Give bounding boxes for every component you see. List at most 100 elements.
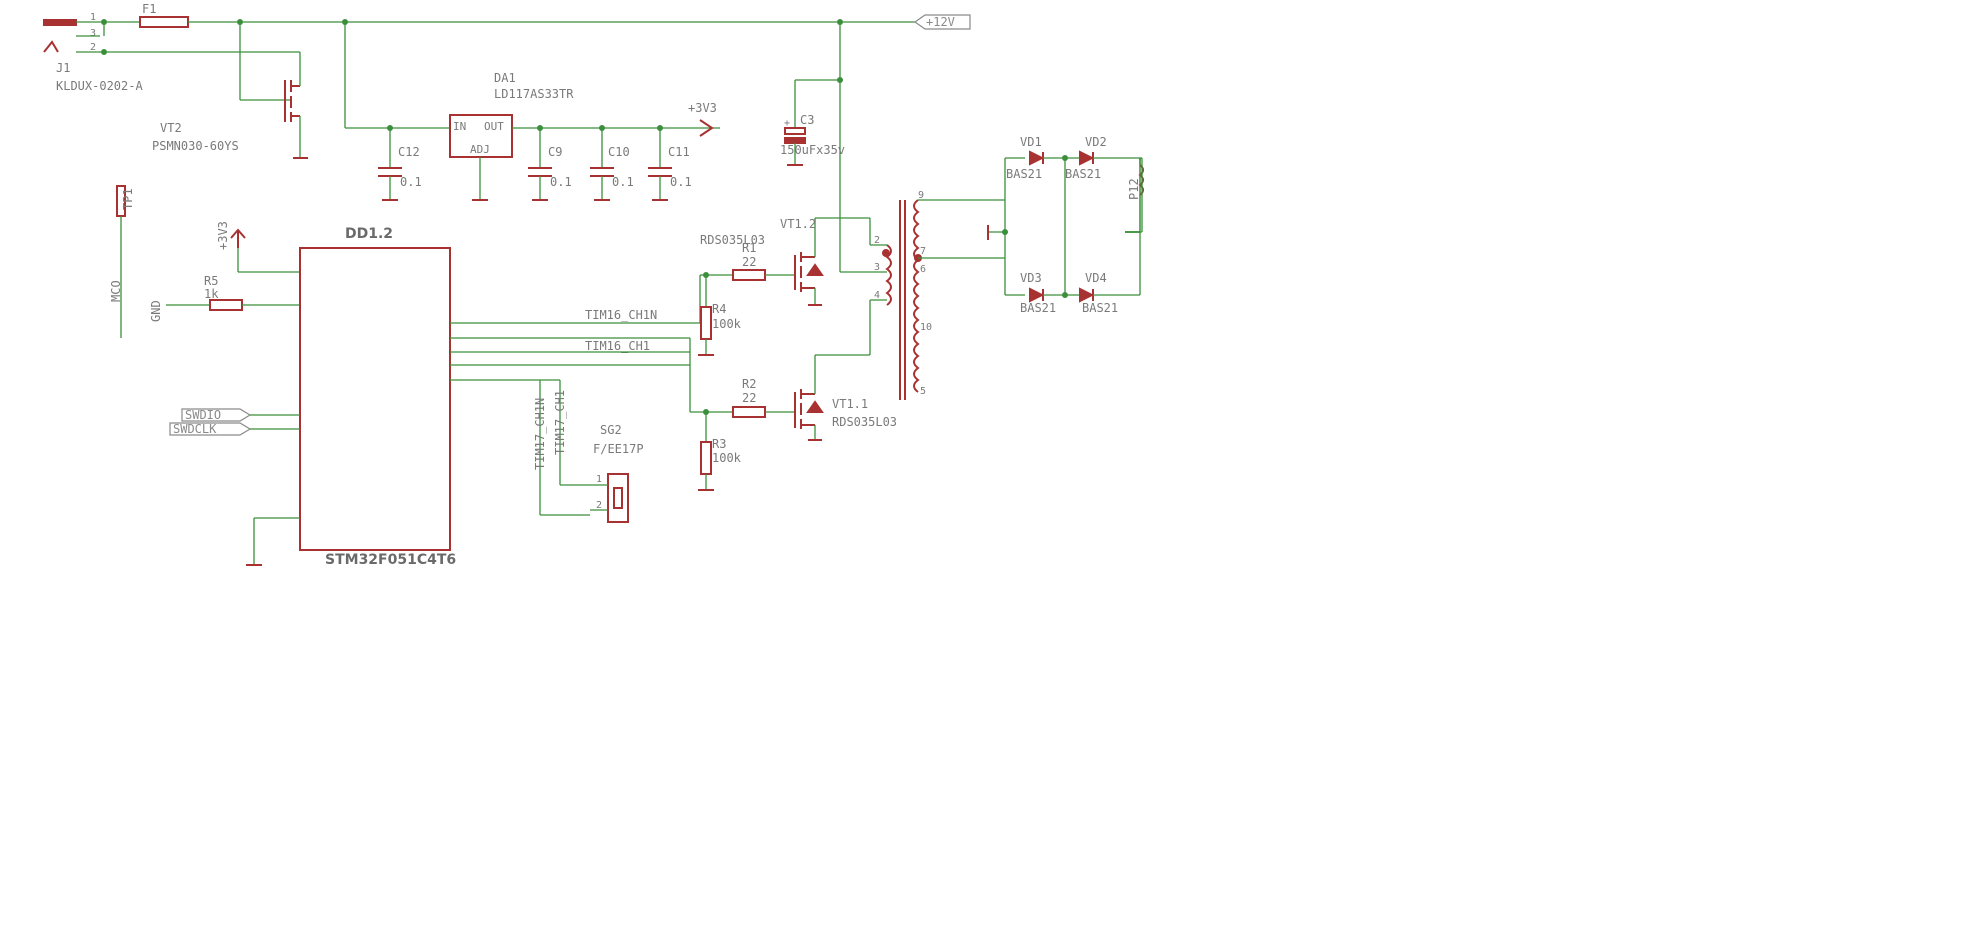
svg-text:C9: C9 [548,145,562,159]
choke-p12 [1138,164,1144,196]
svg-text:DD1.2: DD1.2 [345,226,393,242]
svg-text:RDS035L03: RDS035L03 [700,233,765,247]
vt2-part: PSMN030-60YS [152,139,239,153]
svg-text:C3: C3 [800,113,814,127]
cap-c12: C12 0.1 [378,128,422,201]
f1-label: F1 [142,2,156,16]
net-label-12v [913,14,971,30]
svg-text:C10: C10 [608,145,630,159]
mosfet-vt2 [284,80,292,122]
transformer: 2 3 4 9 7 6 10 5 [839,190,932,400]
diode-vd1 [1029,150,1045,166]
cap-c3: + C3 150uFx35v [780,22,845,232]
net-tim16-ch1n: TIM16_CH1N [585,308,657,322]
svg-text:2: 2 [874,235,880,246]
resistor-r5 [209,299,243,311]
da1-label: DA1 [494,71,516,85]
fuse-f1 [139,16,189,28]
svg-text:OUT: OUT [484,120,504,133]
svg-text:BAS21: BAS21 [1082,301,1118,315]
testpoint-tp1: TP1 MCO [109,185,135,338]
net-12v-text: +12V [926,15,955,29]
vt2-label: VT2 [160,121,182,135]
diode-vd2 [1079,150,1095,166]
svg-text:IN: IN [453,120,466,133]
jack-j1-body [43,19,77,26]
svg-text:4: 4 [874,290,880,301]
svg-text:9: 9 [918,190,924,201]
svg-text:R2: R2 [742,377,756,391]
svg-text:3: 3 [874,262,880,273]
svg-text:P12: P12 [1127,178,1141,200]
regulator-da1 [449,114,513,158]
svg-text:VD3: VD3 [1020,271,1042,285]
svg-text:22: 22 [742,255,756,269]
net-tim17-ch1: TIM17_CH1 [553,390,567,455]
svg-text:1: 1 [596,474,602,485]
diode-vd3 [1029,287,1045,303]
net-3v3-top: +3V3 [688,101,717,115]
dd1-2-body [299,247,451,551]
j1-label: J1 [56,61,70,75]
svg-text:C11: C11 [668,145,690,159]
svg-text:2: 2 [596,500,602,511]
net-label-swdio [181,408,252,422]
svg-text:R5: R5 [204,274,218,288]
svg-text:BAS21: BAS21 [1006,167,1042,181]
svg-text:+: + [784,118,790,129]
diode-vd4 [1079,287,1095,303]
resistor-r4 [700,306,712,340]
mcu-dd1-2: +3V3 DD1.2 STM32F051C4T6 [216,221,456,568]
svg-text:VD4: VD4 [1085,271,1107,285]
choke-p13 [1140,157,1143,233]
svg-text:MCO: MCO [109,280,123,302]
svg-text:0.1: 0.1 [612,175,634,189]
svg-text:R3: R3 [712,437,726,451]
svg-text:RDS035L03: RDS035L03 [832,415,897,429]
j1-part: KLDUX-0202-A [56,79,143,93]
jack-j1-switch [43,40,59,53]
svg-text:0.1: 0.1 [400,175,422,189]
svg-text:SWDIO: SWDIO [185,408,221,422]
svg-text:F/EE17P: F/EE17P [593,442,644,456]
svg-text:150uFx35v: 150uFx35v [780,143,845,157]
svg-text:1: 1 [90,12,96,23]
cap-c11: C11 0.1 [648,128,692,201]
cap-c10: C10 0.1 [590,128,634,201]
gnd-label: GND [149,300,163,322]
svg-text:VD1: VD1 [1020,135,1042,149]
svg-text:VT1.2: VT1.2 [780,217,816,231]
svg-text:5: 5 [920,386,926,397]
svg-text:1k: 1k [204,287,219,301]
svg-text:100k: 100k [712,317,742,331]
mosfet-vt1-2 [794,252,802,292]
svg-text:+3V3: +3V3 [216,221,230,250]
resistor-r2 [732,406,766,418]
svg-text:10: 10 [920,322,932,333]
svg-text:R1: R1 [742,241,756,255]
svg-text:0.1: 0.1 [670,175,692,189]
resistor-r3 [700,441,712,475]
buzzer-sg2: 1 2 SG2 F/EE17P [590,423,644,523]
net-label-swdclk [169,422,252,436]
svg-text:22: 22 [742,391,756,405]
svg-text:SWDCLK: SWDCLK [173,422,217,436]
arrow-3v3 [699,119,714,137]
resistor-r1 [732,269,766,281]
svg-text:2: 2 [90,42,96,53]
mosfet-vt1-1 [794,389,802,429]
svg-text:BAS21: BAS21 [1065,167,1101,181]
net-tim16-ch1: TIM16_CH1 [585,339,650,353]
svg-text:ADJ: ADJ [470,143,490,156]
da1-part: LD117AS33TR [494,87,574,101]
svg-text:7: 7 [920,246,926,257]
svg-text:0.1: 0.1 [550,175,572,189]
svg-text:100k: 100k [712,451,742,465]
svg-text:SG2: SG2 [600,423,622,437]
power-input-section: 132 J1 KLDUX-0202-A F1 VT2 PSMN030-60YS … [43,2,971,338]
svg-text:STM32F051C4T6: STM32F051C4T6 [325,552,456,568]
driver-section: R1 22 R2 22 R4 100k R3 100k VT1.2 RDS035… [698,135,1144,491]
svg-text:R4: R4 [712,302,726,316]
svg-text:BAS21: BAS21 [1020,301,1056,315]
